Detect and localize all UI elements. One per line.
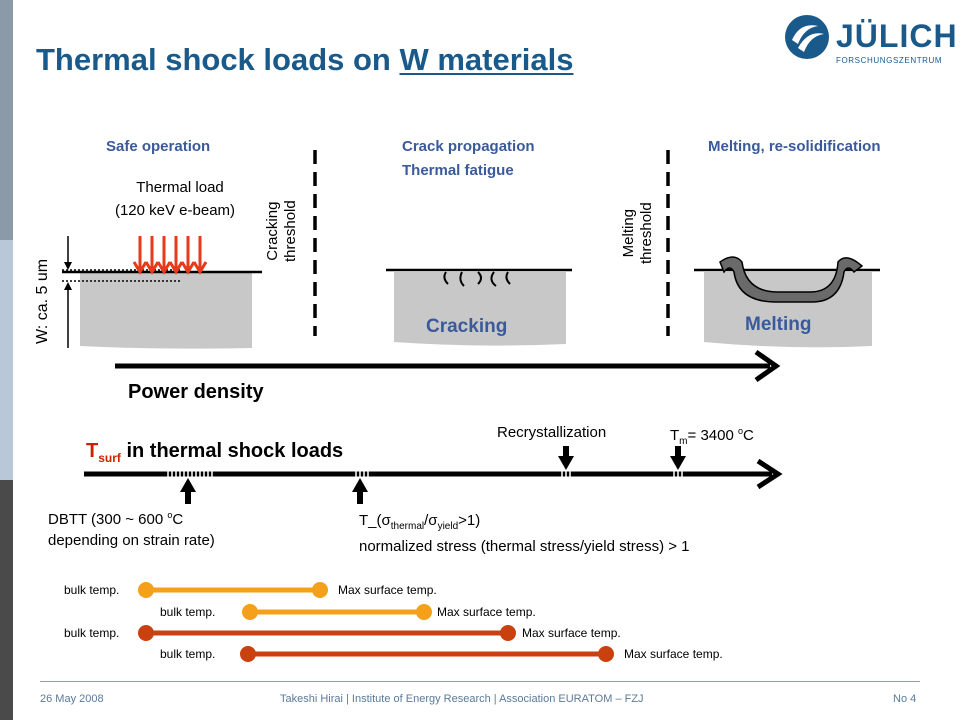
axis-ticks <box>167 469 683 479</box>
phase-crack-line2: Thermal fatigue <box>402 162 514 179</box>
logo-name: JÜLICH <box>836 18 958 54</box>
range-4-end: Max surface temp. <box>624 647 723 661</box>
sample-cracking <box>394 272 566 346</box>
range-1-end: Max surface temp. <box>338 583 437 597</box>
phase-crack-line1: Crack propagation <box>402 138 535 155</box>
stress-ratio-label: T_(σthermal/σyield>1) <box>359 512 481 532</box>
julich-logo-icon <box>785 15 829 59</box>
logo-subtitle: FORSCHUNGSZENTRUM <box>836 56 943 65</box>
power-density-label: Power density <box>128 381 264 403</box>
side-bar-middle <box>0 240 13 480</box>
crack-marks <box>443 271 511 287</box>
dbtt-line2: depending on strain rate) <box>48 532 215 549</box>
up-arrows <box>180 478 368 504</box>
down-arrows <box>558 446 686 470</box>
thermal-load-line1: Thermal load <box>136 179 224 196</box>
range-3-start: bulk temp. <box>64 626 120 640</box>
tsurf-label: Tsurf in thermal shock loads <box>86 440 344 465</box>
melting-temperature-label: Tm= 3400 oC <box>670 426 754 447</box>
phase-melt: Melting, re-solidification <box>708 138 881 155</box>
range-2-start: bulk temp. <box>160 605 216 619</box>
range-4-start: bulk temp. <box>160 647 216 661</box>
range-3-end: Max surface temp. <box>522 626 621 640</box>
title-link: W materials <box>399 42 574 77</box>
footer-divider <box>40 681 920 682</box>
normalized-stress-label: normalized stress (thermal stress/yield … <box>359 538 690 555</box>
sample-melting <box>704 272 872 348</box>
footer-page: No 4 <box>893 693 917 705</box>
melt-pool <box>719 256 864 303</box>
phase-safe: Safe operation <box>106 138 211 155</box>
footer-date: 26 May 2008 <box>40 693 104 705</box>
side-bar-top <box>0 0 13 240</box>
w-depth-label: W: ca. 5 um <box>34 258 51 344</box>
page-title: Thermal shock loads on W materials <box>36 42 574 77</box>
side-bar-bottom <box>0 480 13 720</box>
melting-label: Melting <box>745 314 812 335</box>
range-1-start: bulk temp. <box>64 583 120 597</box>
range-bars <box>138 582 614 662</box>
recrystallization-label: Recrystallization <box>497 424 607 441</box>
range-2-end: Max surface temp. <box>437 605 536 619</box>
footer-author: Takeshi Hirai | Institute of Energy Rese… <box>280 693 644 705</box>
dbtt-line1: DBTT (300 ~ 600 oC <box>48 510 184 528</box>
sample-safe <box>80 272 252 349</box>
cracking-label: Cracking <box>426 316 508 337</box>
e-beam-arrows <box>132 236 208 275</box>
thermal-load-line2: (120 keV e-beam) <box>114 202 236 219</box>
